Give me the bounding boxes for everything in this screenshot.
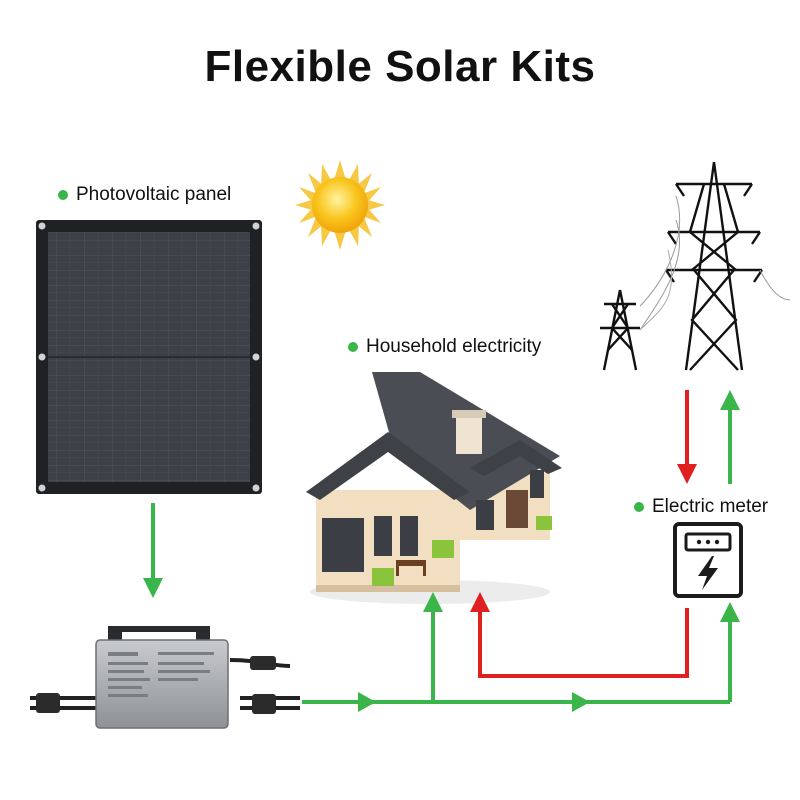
- pv-panel-label-text: Photovoltaic panel: [76, 184, 232, 205]
- bullet-icon: [348, 342, 358, 352]
- flow-arrow-panel-to-inverter: [143, 503, 163, 598]
- household-label-text: Household electricity: [366, 336, 542, 357]
- flow-arrow-grid-to-meter: [677, 390, 697, 484]
- electric-meter-icon: [673, 522, 743, 598]
- page-title: Flexible Solar Kits: [204, 42, 596, 91]
- flow-line-inverter-out: [302, 692, 730, 712]
- power-tower-icon: [600, 161, 791, 371]
- sun-icon: [295, 160, 385, 250]
- flow-arrow-to-meter: [720, 602, 740, 702]
- meter-label: Electric meter: [634, 496, 768, 518]
- bullet-icon: [58, 190, 68, 200]
- household-label: Household electricity: [348, 336, 541, 358]
- flow-arrow-meter-to-grid: [720, 390, 740, 484]
- microinverter-icon: [30, 626, 300, 729]
- flow-arrow-meter-to-house: [470, 592, 689, 678]
- solar-panel-icon: [36, 220, 262, 494]
- bullet-icon: [634, 502, 644, 512]
- house-icon: [306, 372, 562, 604]
- meter-label-text: Electric meter: [652, 496, 769, 517]
- pv-panel-label: Photovoltaic panel: [58, 184, 231, 206]
- flow-arrow-to-house: [423, 592, 443, 702]
